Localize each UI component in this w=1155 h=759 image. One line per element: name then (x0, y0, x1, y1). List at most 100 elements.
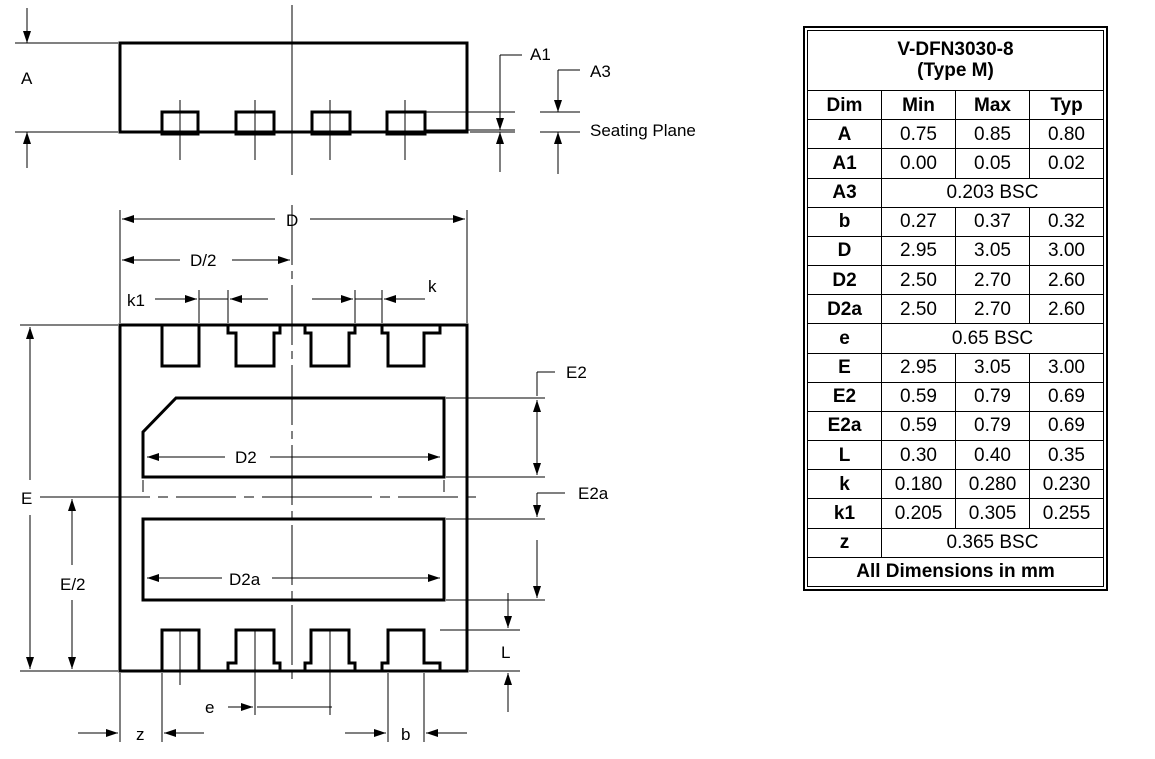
dim-cell: E2a (807, 410, 882, 442)
dim-A1 (425, 54, 522, 172)
min-value-cell: 2.50 (881, 294, 956, 325)
table-footer: All Dimensions in mm (807, 556, 1104, 588)
max-value-cell: 0.05 (955, 148, 1030, 179)
exposed-pad-D2 (141, 396, 446, 479)
dim-z (78, 673, 204, 742)
label-k1: k1 (127, 291, 145, 310)
dim-cell: E (807, 352, 882, 383)
max-value-cell: 0.79 (955, 410, 1030, 442)
typ-value-cell: 3.00 (1029, 352, 1104, 383)
max-value-cell: 3.05 (955, 352, 1030, 383)
max-value-cell: 0.40 (955, 440, 1030, 471)
min-value-cell: 0.30 (881, 440, 956, 471)
dim-cell: k1 (807, 498, 882, 529)
label-A: A (21, 69, 33, 88)
min-value-cell: 0.205 (881, 498, 956, 529)
dim-D2 (142, 453, 445, 492)
dim-cell: D2a (807, 294, 882, 325)
dim-cell: b (807, 206, 882, 237)
max-value-cell: 0.85 (955, 119, 1030, 150)
table-title-line1: V-DFN3030-8 (897, 38, 1014, 60)
top-pads (160, 325, 442, 368)
dim-D (119, 210, 468, 323)
dim-cell: D2 (807, 265, 882, 296)
min-value-cell: 2.50 (881, 265, 956, 296)
dim-cell: A (807, 119, 882, 150)
table-footer-row: All Dimensions in mm (807, 556, 1104, 588)
table-title: V-DFN3030-8 (Type M) (807, 30, 1104, 91)
min-value-cell: 0.75 (881, 119, 956, 150)
max-value-cell: 2.70 (955, 294, 1030, 325)
dim-e (179, 630, 332, 715)
label-E2: E2 (566, 363, 587, 382)
dim-A (15, 8, 118, 168)
min-value-cell: 0.59 (881, 410, 956, 442)
min-value-cell: 0.27 (881, 206, 956, 237)
label-D-half: D/2 (190, 251, 216, 270)
header-max: Max (955, 89, 1030, 121)
dim-E2 (446, 371, 555, 478)
typ-value-cell: 0.255 (1029, 498, 1104, 529)
label-k: k (428, 277, 437, 296)
dim-L (440, 593, 520, 712)
table-header-row: Dim Min Max Typ (807, 89, 1104, 121)
typ-value-cell: 0.69 (1029, 381, 1104, 412)
label-E2a: E2a (578, 484, 609, 503)
label-e: e (205, 698, 214, 717)
label-E: E (21, 489, 32, 508)
header-typ: Typ (1029, 89, 1104, 121)
typ-value-cell: 0.02 (1029, 148, 1104, 179)
typ-value-cell: 2.60 (1029, 294, 1104, 325)
dim-cell: E2 (807, 381, 882, 412)
dim-E (20, 324, 118, 672)
min-value-cell: 0.180 (881, 469, 956, 500)
header-min: Min (881, 89, 956, 121)
table-title-line2: (Type M) (917, 59, 994, 81)
typ-value-cell: 0.35 (1029, 440, 1104, 471)
label-A1: A1 (530, 45, 551, 64)
max-value-cell: 0.280 (955, 469, 1030, 500)
side-view (15, 5, 580, 175)
label-seating-plane: Seating Plane (590, 121, 696, 140)
bottom-view (20, 205, 565, 742)
dim-k1 (155, 290, 268, 323)
max-value-cell: 2.70 (955, 265, 1030, 296)
dim-cell: k (807, 469, 882, 500)
label-L: L (501, 643, 510, 662)
label-b: b (401, 725, 410, 744)
max-value-cell: 0.305 (955, 498, 1030, 529)
label-D2a: D2a (229, 570, 261, 589)
bsc-value-cell: 0.65 BSC (881, 323, 1104, 354)
bsc-value-cell: 0.203 BSC (881, 177, 1104, 208)
package-outline-drawing: A A1 A3 Seating Plane (15, 5, 696, 744)
dim-cell: A3 (807, 177, 882, 208)
typ-value-cell: 0.69 (1029, 410, 1104, 442)
dim-cell: A1 (807, 148, 882, 179)
min-value-cell: 0.00 (881, 148, 956, 179)
exposed-pad-D2a (141, 517, 446, 602)
typ-value-cell: 2.60 (1029, 265, 1104, 296)
header-dim: Dim (807, 89, 882, 121)
label-A3: A3 (590, 62, 611, 81)
bottom-pads (160, 628, 442, 671)
bsc-value-cell: 0.365 BSC (881, 527, 1104, 558)
dim-A3 (540, 69, 580, 174)
bottom-body (118, 323, 469, 673)
label-E-half: E/2 (60, 575, 86, 594)
typ-value-cell: 0.230 (1029, 469, 1104, 500)
label-D: D (286, 211, 298, 230)
dim-cell: D (807, 235, 882, 267)
typ-value-cell: 0.80 (1029, 119, 1104, 150)
dim-k (312, 290, 425, 323)
